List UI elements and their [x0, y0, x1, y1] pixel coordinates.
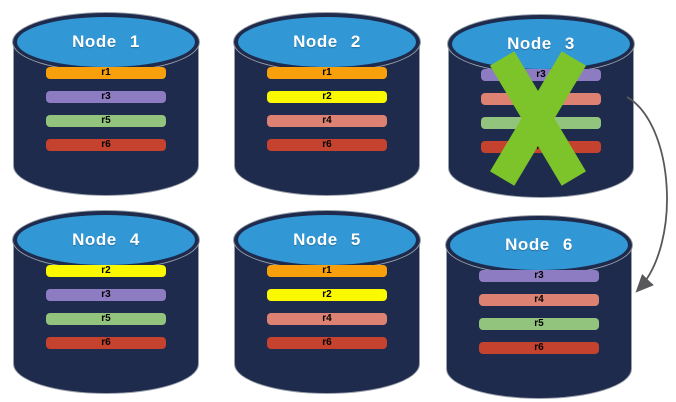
replica-bar: r4	[267, 313, 387, 325]
replica-bar: r6	[46, 337, 166, 349]
replica-bar: r3	[479, 270, 599, 282]
replica-list: r1 r2 r4 r6	[267, 265, 387, 361]
replica-bar: r5	[46, 115, 166, 127]
replica-bar: r1	[267, 265, 387, 277]
cylinder-top: Node 3	[448, 15, 634, 73]
cylinder-top: Node 4	[13, 211, 199, 269]
cylinder-top: Node 5	[234, 211, 420, 269]
node-5: Node 5 r1 r2 r4 r6	[234, 207, 420, 394]
node-4: Node 4 r2 r3 r5 r6	[13, 207, 199, 394]
node-title: Node 4	[72, 230, 140, 249]
replica-bar: r3	[46, 91, 166, 103]
replica-bar: r4	[479, 294, 599, 306]
node-2: Node 2 r1 r2 r4 r6	[234, 9, 420, 196]
replica-bar: r5	[479, 318, 599, 330]
replica-bar: r5	[46, 313, 166, 325]
node-title: Node 3	[507, 34, 575, 53]
cylinder-top: Node 2	[234, 13, 420, 71]
replica-bar: r6	[479, 342, 599, 354]
replica-bar: r2	[267, 91, 387, 103]
replica-bar: r3	[46, 289, 166, 301]
node-1: Node 1 r1 r3 r5 r6	[13, 9, 199, 196]
replica-bar: r6	[267, 337, 387, 349]
replica-list: r1 r2 r4 r6	[267, 67, 387, 163]
failure-x-icon	[490, 51, 586, 186]
cylinder-top: Node 6	[446, 216, 632, 274]
replica-bar: r4	[267, 115, 387, 127]
replica-list: r3 r4 r5 r6	[479, 270, 599, 366]
node-title: Node 5	[293, 230, 361, 249]
replica-list: r2 r3 r5 r6	[46, 265, 166, 361]
replica-bar: r2	[267, 289, 387, 301]
node-title: Node 1	[72, 32, 140, 51]
replica-bar: r6	[46, 139, 166, 151]
replica-bar: r6	[267, 139, 387, 151]
node-title: Node 2	[293, 32, 361, 51]
node-3: Node 3 r3 r4 r5 r6	[448, 11, 634, 198]
replica-bar: r2	[46, 265, 166, 277]
node-title: Node 6	[505, 235, 573, 254]
replica-bar: r1	[46, 67, 166, 79]
replica-bar: r1	[267, 67, 387, 79]
replica-list: r1 r3 r5 r6	[46, 67, 166, 163]
cylinder-top: Node 1	[13, 13, 199, 71]
node-6: Node 6 r3 r4 r5 r6	[446, 212, 632, 399]
